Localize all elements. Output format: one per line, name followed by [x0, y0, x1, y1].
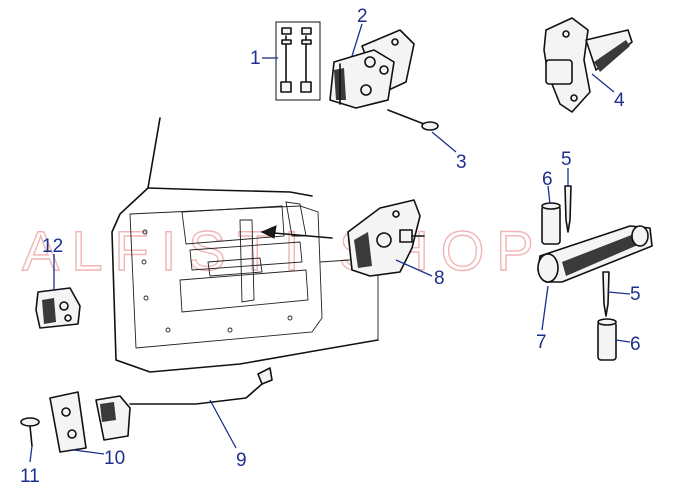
callout-8: 8	[434, 268, 445, 289]
callout-3: 3	[456, 152, 467, 173]
part-6-bushing-top	[541, 202, 561, 245]
part-6-bushing-bottom	[597, 318, 617, 361]
part-1-bolts	[275, 21, 321, 101]
callout-labels: 1 2 3 4 5 5 6 6 7 8 9 10 11 12	[20, 6, 641, 487]
part-3-screw	[387, 109, 439, 131]
part-8-regulator	[347, 199, 425, 277]
part-4-bracket	[543, 17, 633, 113]
part-2-hinge	[329, 29, 415, 109]
callout-5-bottom: 5	[630, 284, 641, 305]
callout-12: 12	[42, 236, 63, 257]
part-11-screw	[20, 417, 40, 447]
callout-2: 2	[357, 6, 368, 27]
callout-4: 4	[614, 90, 625, 111]
part-7-check-arm	[537, 225, 653, 283]
callout-9: 9	[236, 450, 247, 471]
callout-6-bottom: 6	[630, 334, 641, 355]
callout-6-top: 6	[542, 169, 553, 190]
part-5-pin-top	[564, 185, 572, 233]
callout-5-top: 5	[561, 149, 572, 170]
part-10-door-lock	[49, 391, 131, 453]
part-5-pin-bottom	[602, 271, 610, 317]
callout-11: 11	[20, 466, 40, 487]
part-9-lock-rod	[129, 367, 273, 405]
callout-1: 1	[250, 48, 261, 69]
part-12-striker	[35, 287, 81, 329]
leader-lines	[29, 23, 631, 463]
callout-7: 7	[536, 332, 547, 353]
callout-10: 10	[104, 448, 125, 469]
